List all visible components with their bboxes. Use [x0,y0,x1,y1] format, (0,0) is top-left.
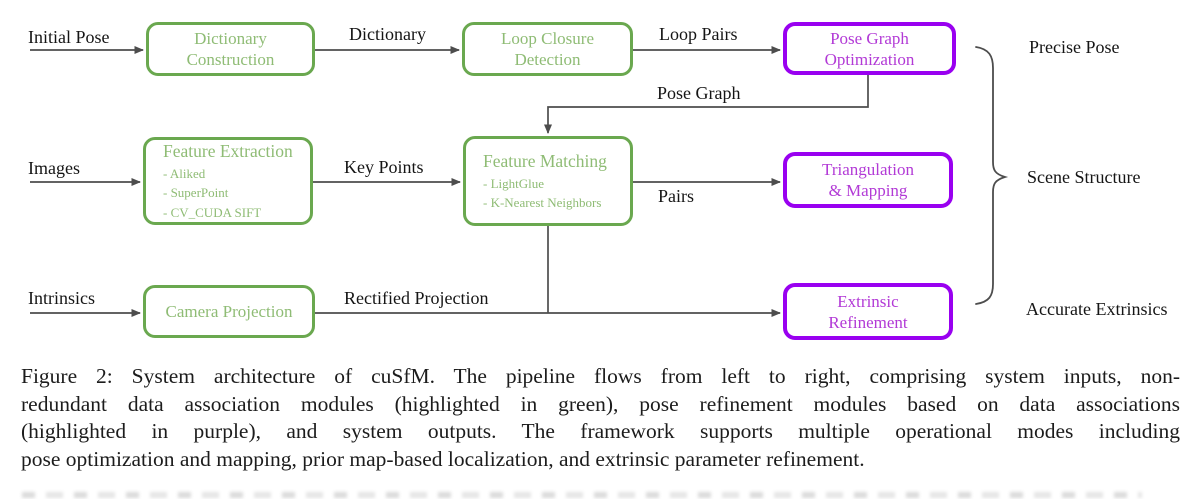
box-label: Extrinsic [837,291,899,311]
caption-line: Figure 2: System architecture of cuSfM. … [21,364,1180,388]
caption-line: (highlighted in purple), and system outp… [21,419,1180,443]
box-loop-closure-detection: Loop Closure Detection [462,22,633,76]
output-scene-structure: Scene Structure [1027,167,1141,187]
box-feature-matching: Feature Matching - LightGlue - K-Nearest… [463,136,633,226]
box-title: Feature Matching [483,150,607,171]
edge-label-pairs: Pairs [658,186,694,206]
box-label: Pose Graph [830,28,909,48]
outputs-brace [975,46,1009,305]
caption-line: pose optimization and mapping, prior map… [21,446,865,471]
output-precise-pose: Precise Pose [1029,37,1120,57]
box-label: Refinement [828,312,908,332]
figure-caption: Figure 2: System architecture of cuSfM. … [21,363,1180,473]
box-feature-extraction: Feature Extraction - Aliked - SuperPoint… [143,137,313,225]
box-item: - LightGlue [483,175,545,191]
output-accurate-extrinsics: Accurate Extrinsics [1026,299,1168,319]
box-item: - CV_CUDA SIFT [163,204,262,220]
edge-label-pose-graph: Pose Graph [657,83,741,103]
box-title: Feature Extraction [163,140,293,161]
input-initial-pose: Initial Pose [28,27,110,47]
box-label: & Mapping [828,181,908,200]
box-camera-projection: Camera Projection [143,285,315,338]
box-label: Camera Projection [165,302,293,321]
edge-label-dictionary: Dictionary [349,24,426,44]
box-item: - SuperPoint [163,185,229,201]
box-label: Triangulation [822,160,914,179]
caption-line: redundant data association modules (high… [21,391,1180,416]
box-label: Dictionary [194,29,267,48]
box-triangulation-mapping: Triangulation & Mapping [783,152,953,208]
box-pose-graph-optimization: Pose Graph Optimization [783,22,956,75]
edge-label-loop-pairs: Loop Pairs [659,24,738,44]
edge-label-rectified-projection: Rectified Projection [344,288,489,308]
box-label: Loop Closure [500,29,595,48]
box-label: Construction [186,50,275,69]
cropped-text-remnant [22,492,1142,498]
input-intrinsics: Intrinsics [28,288,95,308]
box-dictionary-construction: Dictionary Construction [146,22,315,76]
box-label: Detection [514,50,581,69]
edge-label-key-points: Key Points [344,157,424,177]
box-extrinsic-refinement: Extrinsic Refinement [783,283,953,340]
box-item: - Aliked [163,165,206,181]
box-label: Optimization [824,49,915,69]
input-images: Images [28,158,80,178]
box-item: - K-Nearest Neighbors [483,195,602,210]
